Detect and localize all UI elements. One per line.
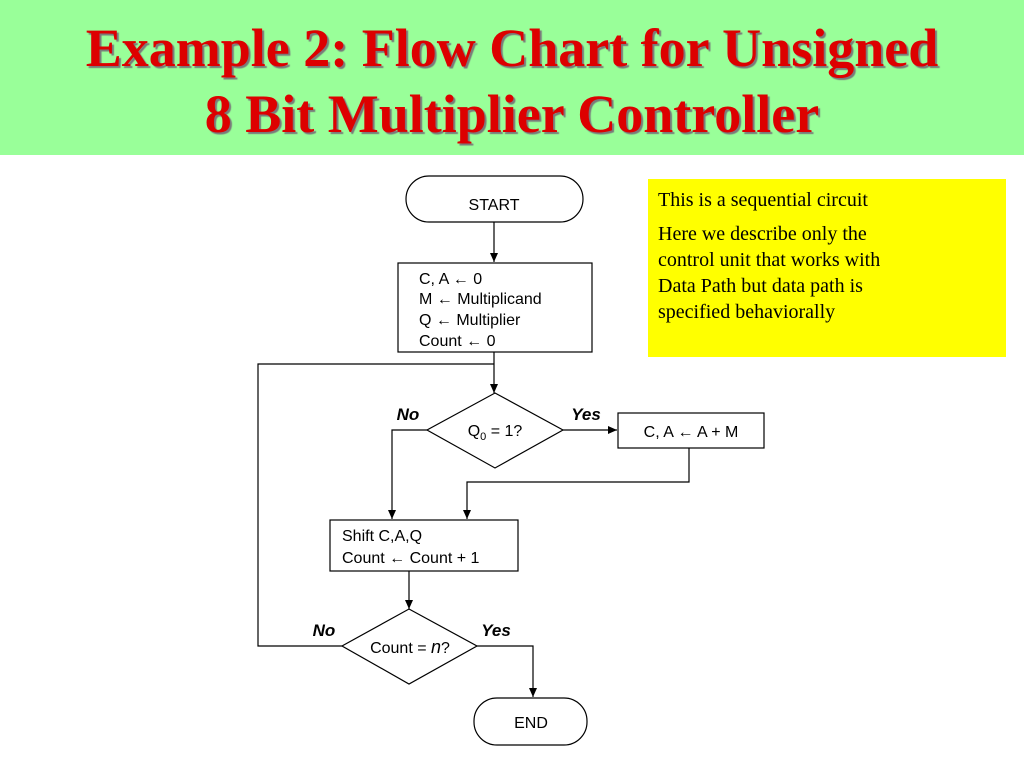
init-line: C, A ← 0 <box>419 271 482 288</box>
title-banner: Example 2: Flow Chart for Unsigned 8 Bit… <box>0 0 1024 155</box>
flow-arrow <box>477 645 537 697</box>
shift-line: Shift C,A,Q <box>342 528 422 545</box>
note-line: Here we describe only the <box>658 223 867 245</box>
decision-count-yes-label: Yes <box>481 621 511 640</box>
decision-q0-no-label: No <box>397 405 420 424</box>
note-line: control unit that works with <box>658 249 881 271</box>
init-process-box <box>397 262 593 353</box>
init-line: Count ← 0 <box>419 333 496 350</box>
slide-title-line-1: Example 2: Flow Chart for Unsigned <box>85 18 939 78</box>
init-line: M ← Multiplicand <box>419 291 542 308</box>
decision-q0-label: Q0 = 1? <box>468 423 523 443</box>
note-line: specified behaviorally <box>658 301 836 323</box>
decision-q0-diamond <box>425 392 565 469</box>
note-box: This is a sequential circuit Here we des… <box>648 179 1006 357</box>
shift-line: Count ← Count + 1 <box>342 550 480 567</box>
decision-count-no-label: No <box>313 621 336 640</box>
shift-process-box <box>329 519 519 572</box>
end-terminal <box>473 697 588 746</box>
slide-title-line-2: 8 Bit Multiplier Controller <box>204 84 820 144</box>
decision-count-label: Count = n? <box>370 637 450 657</box>
loop-back-line <box>257 363 494 647</box>
init-line: Q ← Multiplier <box>419 312 521 329</box>
flow-arrow <box>463 448 690 519</box>
start-label: START <box>469 197 520 214</box>
note-sequential: This is a sequential circuit <box>658 189 868 211</box>
end-label: END <box>514 715 548 732</box>
decision-count-diamond <box>340 608 479 685</box>
flow-arrow <box>388 429 427 519</box>
note-line: Data Path but data path is <box>658 275 863 297</box>
add-step-label: C, A ← A + M <box>644 424 739 441</box>
decision-q0-yes-label: Yes <box>571 405 601 424</box>
note-description: Here we describe only the control unit t… <box>658 221 996 325</box>
add-process-box <box>617 412 765 449</box>
